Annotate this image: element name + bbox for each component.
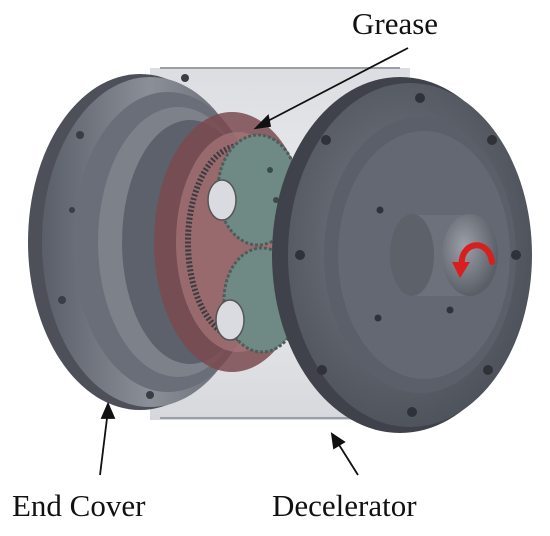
callout-lines — [99, 47, 409, 476]
grease-label: Grease — [352, 6, 439, 41]
end-cover-label: End Cover — [12, 488, 146, 523]
output-shaft — [390, 214, 498, 296]
decelerator-label: Decelerator — [272, 488, 417, 523]
rotation-arrow-icon — [452, 242, 495, 278]
